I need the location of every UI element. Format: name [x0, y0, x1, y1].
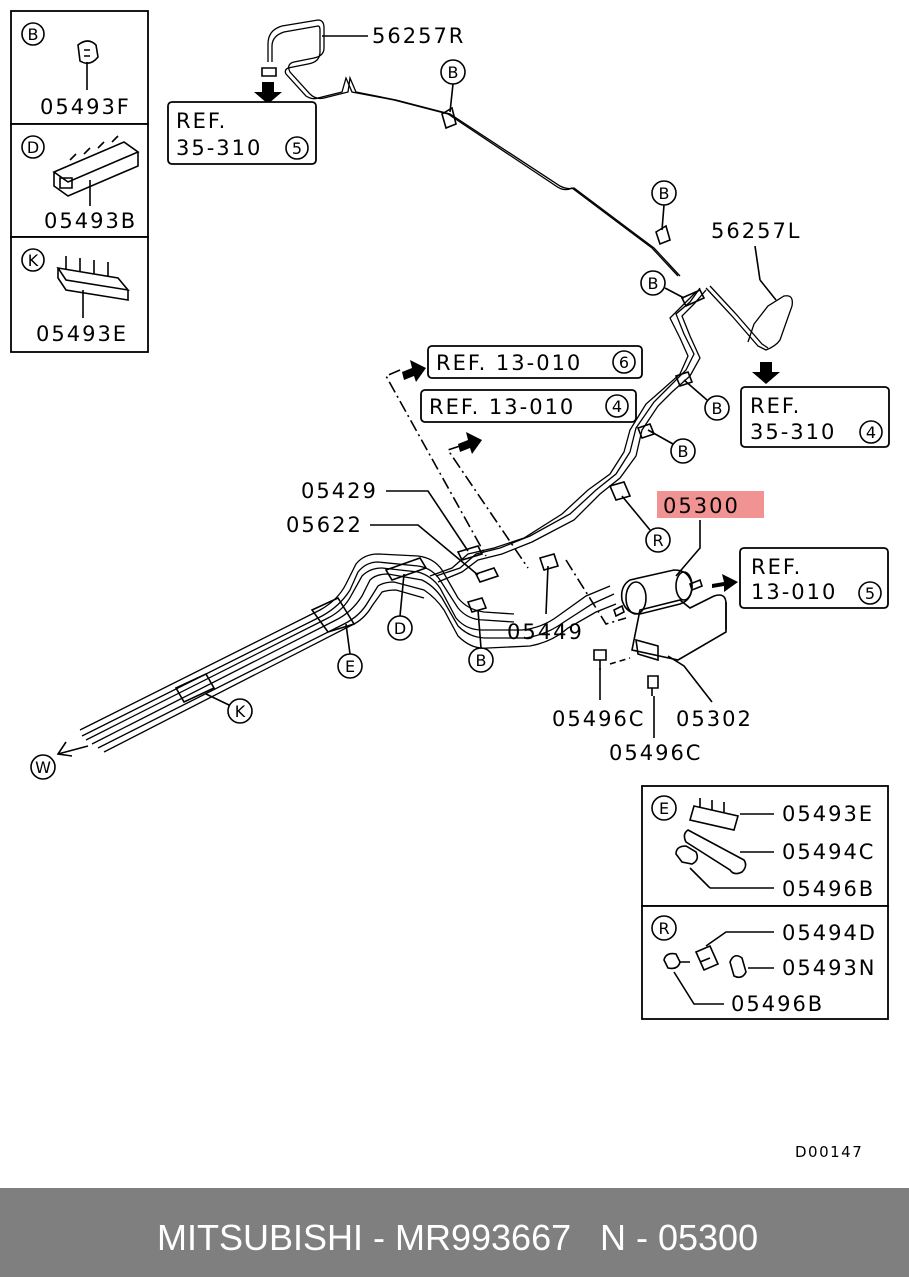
svg-text:B: B: [659, 184, 670, 203]
marker-b-4: B: [683, 379, 730, 421]
legend-part-k: 05493E: [36, 322, 128, 346]
bolt-e-icon: [675, 845, 699, 865]
svg-text:05496C: 05496C: [552, 707, 645, 731]
callout-56257l: 56257L: [711, 219, 802, 301]
callout-05496c-b: 05496C: [609, 696, 702, 765]
legend-letter-k: K: [28, 251, 39, 270]
legend-letter-b: B: [28, 25, 39, 44]
callout-05622: 05622: [286, 513, 479, 576]
svg-text:B: B: [448, 63, 459, 82]
target-part-number: 05300: [663, 494, 740, 518]
arrows: [56, 82, 780, 757]
drawing-code: D00147: [795, 1143, 863, 1161]
marker-r: R: [621, 495, 671, 553]
marker-w: W: [30, 754, 56, 780]
detail-box-e: E 05493E 05494C 05496B: [641, 785, 889, 907]
marker-e: E: [337, 623, 363, 679]
ref-box-13-010-5: REF. 13-010 5: [739, 547, 889, 609]
ref-box-35-310-5: REF. 35-310 5: [167, 101, 317, 165]
marker-b-1: B: [440, 59, 466, 113]
svg-text:05449: 05449: [507, 620, 584, 644]
clip-d-icon: [52, 135, 140, 197]
svg-text:05622: 05622: [286, 513, 363, 537]
footer-position-code: N - 05300: [600, 1217, 759, 1258]
svg-text:56257R: 56257R: [372, 24, 465, 48]
marker-d: D: [387, 573, 413, 641]
grommet-r-icon: [729, 954, 747, 979]
svg-text:R: R: [658, 919, 669, 938]
svg-text:B: B: [648, 274, 659, 293]
legend-box-d: D 05493B: [10, 123, 149, 238]
callout-05496c-a: 05496C: [552, 668, 645, 731]
svg-text:B: B: [678, 442, 689, 461]
marker-b-3: B: [640, 270, 685, 299]
ref-box-13-010-6: REF. 13-010 6: [427, 345, 643, 379]
svg-text:56257L: 56257L: [711, 219, 802, 243]
svg-text:35-310: 35-310: [750, 420, 836, 444]
clip-k-icon: [56, 256, 130, 301]
svg-text:05496B: 05496B: [782, 877, 875, 901]
marker-b-6: B: [468, 609, 494, 673]
fuel-filter-assembly: [613, 569, 727, 662]
svg-text:05496C: 05496C: [609, 741, 702, 765]
bolt-right-icon: [647, 675, 659, 696]
bolt-r-icon: [663, 952, 690, 970]
legend-box-b: B 05493F: [10, 10, 149, 125]
detail-box-r: R 05494D 05493N 05496B: [641, 905, 889, 1020]
marker-k: K: [205, 693, 253, 724]
legend-letter-d: D: [27, 138, 39, 157]
svg-text:REF. 13-010: REF. 13-010: [429, 395, 575, 419]
svg-text:05493E: 05493E: [782, 802, 874, 826]
svg-text:05496B: 05496B: [731, 992, 824, 1016]
footer-bar: MITSUBISHI - MR993667 N - 05300: [0, 1188, 909, 1277]
dash-lines: [384, 369, 631, 665]
legend-part-b: 05493F: [40, 95, 131, 119]
highlight-05300: [657, 491, 764, 518]
svg-text:4: 4: [612, 397, 622, 416]
svg-text:D: D: [394, 619, 406, 638]
svg-text:4: 4: [866, 423, 876, 442]
legend-part-d: 05493B: [44, 209, 137, 233]
svg-text:05302: 05302: [676, 707, 753, 731]
callout-05429: 05429: [301, 479, 469, 552]
svg-text:6: 6: [619, 353, 629, 372]
callout-05300: 05300: [657, 491, 764, 577]
callout-05449: 05449: [507, 565, 584, 644]
clip-r-icon: [694, 944, 720, 972]
marker-b-2: B: [651, 180, 677, 231]
ref-box-13-010-4: REF. 13-010 4: [420, 389, 637, 423]
svg-text:05494C: 05494C: [782, 840, 875, 864]
legend-box-k: K 05493E: [10, 236, 149, 353]
svg-text:35-310: 35-310: [176, 136, 262, 160]
svg-text:K: K: [235, 702, 246, 721]
svg-text:REF.: REF.: [750, 394, 801, 418]
svg-text:05429: 05429: [301, 479, 378, 503]
svg-text:B: B: [476, 651, 487, 670]
clip-b-icon: [77, 40, 99, 65]
callout-05302: 05302: [667, 655, 753, 731]
svg-text:05493N: 05493N: [782, 956, 877, 980]
svg-text:REF. 13-010: REF. 13-010: [436, 351, 582, 375]
svg-text:05494D: 05494D: [782, 921, 877, 945]
svg-text:REF.: REF.: [176, 109, 227, 133]
svg-text:5: 5: [292, 139, 302, 158]
bracket-e-icon: [683, 829, 747, 875]
ref-box-35-310-4: REF. 35-310 4: [740, 386, 890, 448]
footer-brand-part: MITSUBISHI - MR993667: [157, 1217, 572, 1258]
svg-text:R: R: [652, 531, 663, 550]
svg-text:E: E: [345, 657, 355, 676]
fuel-lines: [79, 19, 793, 753]
svg-text:13-010: 13-010: [751, 580, 837, 604]
parts-diagram: B 05493F D 05493B K 05493E: [10, 10, 890, 1161]
clip-e-icon: [688, 798, 740, 831]
svg-text:B: B: [712, 399, 723, 418]
callout-56257r: 56257R: [322, 24, 465, 48]
svg-text:E: E: [659, 799, 669, 818]
marker-b-5: B: [647, 429, 696, 464]
svg-text:5: 5: [865, 584, 875, 603]
svg-text:REF.: REF.: [751, 555, 802, 579]
svg-text:W: W: [35, 758, 51, 777]
bolt-left-icon: [593, 649, 607, 670]
